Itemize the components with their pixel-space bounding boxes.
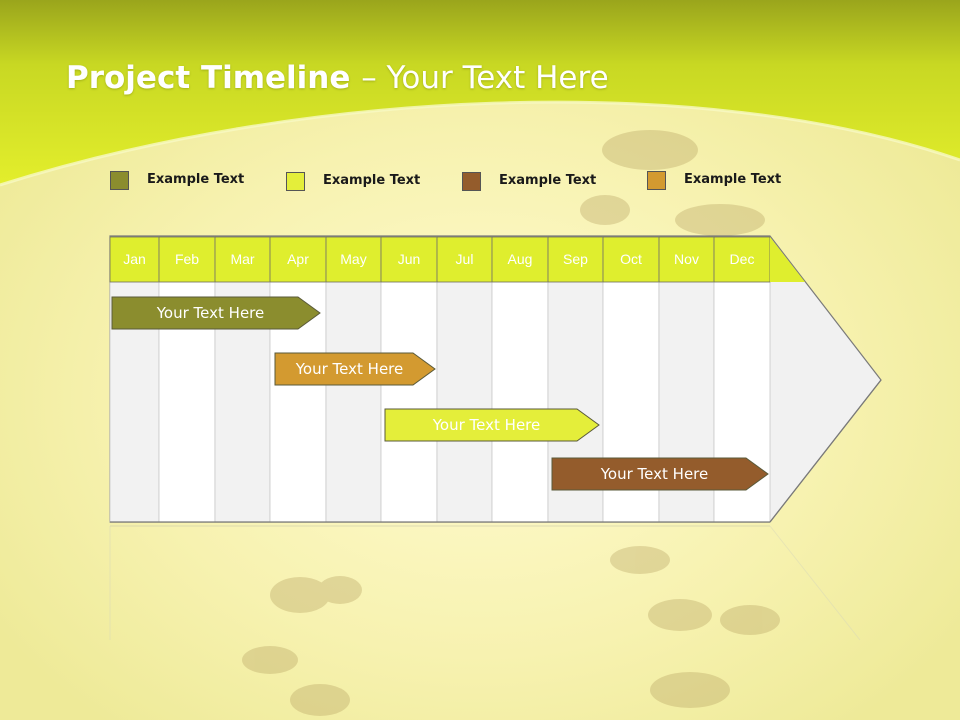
month-label-jul: Jul [455,251,474,267]
month-header-cell [109,236,160,283]
task-bar-3[interactable] [384,408,600,442]
legend-label: Example Text [499,173,597,188]
month-label-dec: Dec [729,251,755,267]
title-bold: Project Timeline [66,60,351,96]
month-column [214,236,271,523]
legend-swatch [110,171,129,190]
legend-label: Example Text [323,173,421,188]
header-band [0,0,960,185]
legend-swatch [462,172,481,191]
month-header-cell [380,236,438,283]
month-column [436,236,493,523]
task-bar-label: Your Text Here [156,304,265,322]
month-column [491,236,549,523]
month-label-feb: Feb [174,251,200,267]
month-label-nov: Nov [674,251,699,267]
pebble-decor [242,130,780,716]
month-header-cell [547,236,604,283]
month-header-cell [158,236,216,283]
month-column [158,236,216,523]
month-column [109,236,160,523]
task-bar-label: Your Text Here [600,465,709,483]
month-label-sep: Sep [563,251,588,267]
task-bar-label: Your Text Here [295,360,404,378]
title-rest: – Your Text Here [361,60,609,96]
legend-label: Example Text [147,172,245,187]
month-label-may: May [340,251,367,267]
month-header-cell [214,236,271,283]
month-header-cell [436,236,493,283]
month-header-cell [713,236,771,283]
task-bar-label: Your Text Here [432,416,541,434]
month-header-cell [602,236,660,283]
task-bar-4[interactable] [551,457,769,491]
task-bar-1[interactable] [111,296,321,330]
month-label-oct: Oct [620,251,642,267]
legend-label: Example Text [684,172,782,187]
month-header-cell [658,236,715,283]
legend-swatch [647,171,666,190]
arrow-header-tip [770,237,805,282]
month-label-aug: Aug [507,251,533,267]
task-bar-2[interactable] [274,352,436,386]
month-label-jan: Jan [123,251,146,267]
month-label-jun: Jun [397,251,421,267]
month-label-mar: Mar [230,251,255,267]
legend-swatch [286,172,305,191]
month-header-cell [325,236,382,283]
month-header-cell [269,236,327,283]
page-title: Project Timeline – Your Text Here [66,60,609,96]
month-label-apr: Apr [287,251,309,267]
